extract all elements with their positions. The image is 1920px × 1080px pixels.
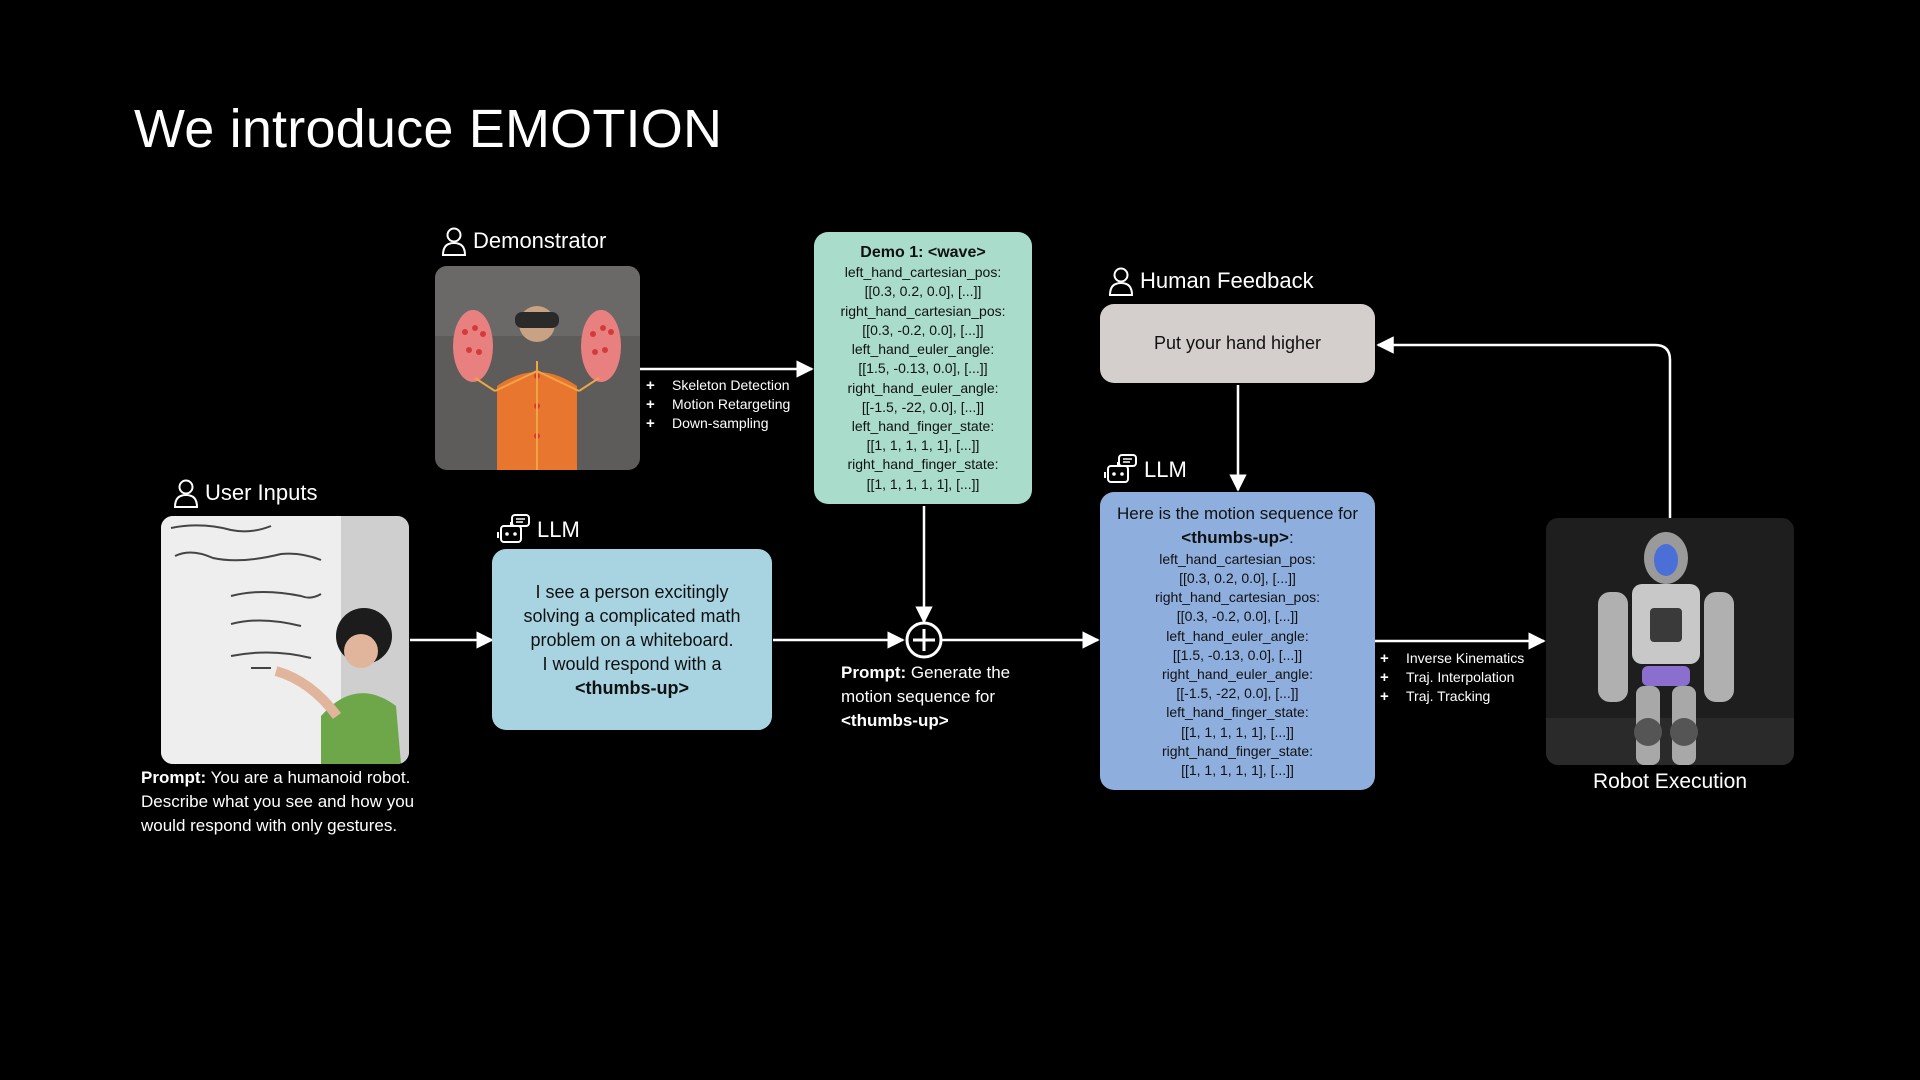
demo-line: [[1, 1, 1, 1, 1], [...]] (866, 437, 980, 454)
llm1-heading: LLM (497, 514, 580, 546)
demo-line: left_hand_cartesian_pos: (844, 264, 1002, 281)
human-feedback-text: Put your hand higher (1153, 333, 1322, 353)
demo-box: Demo 1: <wave> left_hand_cartesian_pos: … (814, 232, 1032, 504)
llm2-heading: LLM (1104, 454, 1187, 486)
user-prompt-label: Prompt: (141, 768, 207, 787)
llm2-box: Here is the motion sequence for <thumbs-… (1100, 492, 1375, 790)
llm2-line: [[1.5, -0.13, 0.0], [...]] (1172, 646, 1303, 663)
llm1-line: solving a complicated math (523, 605, 741, 626)
llm1-label: LLM (537, 517, 580, 542)
demonstrator-heading: Demonstrator (441, 226, 606, 256)
llm2-lead: Here is the motion sequence for <thumbs-… (1117, 503, 1358, 547)
arrow-robot-to-feedback (1376, 336, 1672, 518)
user-input-photo (161, 516, 409, 764)
demonstrator-label: Demonstrator (473, 228, 607, 253)
demonstrator-photo (435, 266, 640, 470)
demo-line: [[1.5, -0.13, 0.0], [...]] (858, 360, 988, 377)
person-icon (441, 227, 467, 256)
llm1-line: problem on a whiteboard. (530, 629, 734, 650)
merge-prompt-text: Generate the motion sequence for (841, 663, 1011, 706)
llm2-line: left_hand_euler_angle: (1166, 627, 1309, 644)
robot-steps: +Inverse Kinematics +Traj. Interpolation… (1380, 649, 1524, 706)
demo-line: right_hand_finger_state: (847, 456, 999, 473)
person-icon (173, 479, 199, 508)
demo-line: right_hand_euler_angle: (847, 379, 999, 396)
user-prompt: Prompt: You are a humanoid robot. Descri… (141, 766, 451, 838)
robot-chat-icon (497, 514, 530, 543)
demo-line: [[-1.5, -22, 0.0], [...]] (861, 398, 985, 415)
llm2-line: left_hand_cartesian_pos: (1159, 550, 1316, 567)
robot-chat-icon (1104, 454, 1137, 483)
llm1-line: I see a person excitingly (535, 581, 729, 602)
robot-photo (1546, 518, 1794, 765)
llm1-box: I see a person excitingly solving a comp… (492, 549, 772, 730)
demonstrator-step: +Motion Retargeting (646, 396, 791, 413)
page-title: We introduce EMOTION (134, 99, 723, 159)
person-icon (1108, 267, 1134, 296)
llm2-line: [[1, 1, 1, 1, 1], [...]] (1181, 723, 1294, 740)
demonstrator-step: +Down-sampling (646, 415, 769, 432)
demo-line: [[1, 1, 1, 1, 1], [...]] (866, 475, 980, 492)
demo-line: [[0.3, -0.2, 0.0], [...]] (862, 321, 984, 338)
merge-prompt-bold: <thumbs-up> (841, 711, 949, 730)
user-prompt-text: You are a humanoid robot. Describe what … (141, 768, 415, 835)
robot-caption: Robot Execution (1592, 770, 1748, 793)
llm2-line: [[-1.5, -22, 0.0], [...]] (1176, 685, 1299, 702)
llm2-line: left_hand_finger_state: (1166, 704, 1309, 721)
llm2-line: right_hand_finger_state: (1162, 742, 1313, 759)
human-feedback-heading: Human Feedback (1108, 266, 1314, 296)
llm2-line: [[0.3, 0.2, 0.0], [...]] (1179, 569, 1296, 586)
robot-step: +Traj. Tracking (1380, 688, 1491, 705)
user-inputs-label: User Inputs (205, 480, 318, 505)
llm2-label: LLM (1144, 457, 1187, 482)
demo-line: [[0.3, 0.2, 0.0], [...]] (864, 283, 982, 300)
robot-step: +Inverse Kinematics (1380, 650, 1525, 667)
demo-line: left_hand_finger_state: (851, 417, 995, 434)
llm1-line-bold: <thumbs-up> (574, 677, 689, 698)
llm2-line: right_hand_cartesian_pos: (1154, 589, 1320, 606)
merge-prompt-label: Prompt: (841, 663, 907, 682)
llm2-line: [[0.3, -0.2, 0.0], [...]] (1176, 608, 1299, 625)
demonstrator-step: +Skeleton Detection (646, 377, 790, 394)
llm2-line: [[1, 1, 1, 1, 1], [...]] (1181, 762, 1294, 779)
human-feedback-label: Human Feedback (1140, 268, 1314, 293)
demo-title: Demo 1: <wave> (860, 244, 986, 262)
human-feedback-box: Put your hand higher (1100, 304, 1375, 383)
demonstrator-steps: +Skeleton Detection +Motion Retargeting … (646, 376, 790, 433)
demo-line: right_hand_cartesian_pos: (840, 302, 1006, 319)
merge-prompt: Prompt: Generate the motion sequence for… (841, 661, 1041, 733)
llm1-line: I would respond with a (542, 653, 722, 674)
merge-plus-icon (905, 621, 943, 659)
llm2-line: right_hand_euler_angle: (1161, 666, 1313, 682)
robot-step: +Traj. Interpolation (1380, 669, 1515, 686)
demo-line: left_hand_euler_angle: (851, 341, 995, 358)
user-inputs-heading: User Inputs (173, 478, 318, 508)
